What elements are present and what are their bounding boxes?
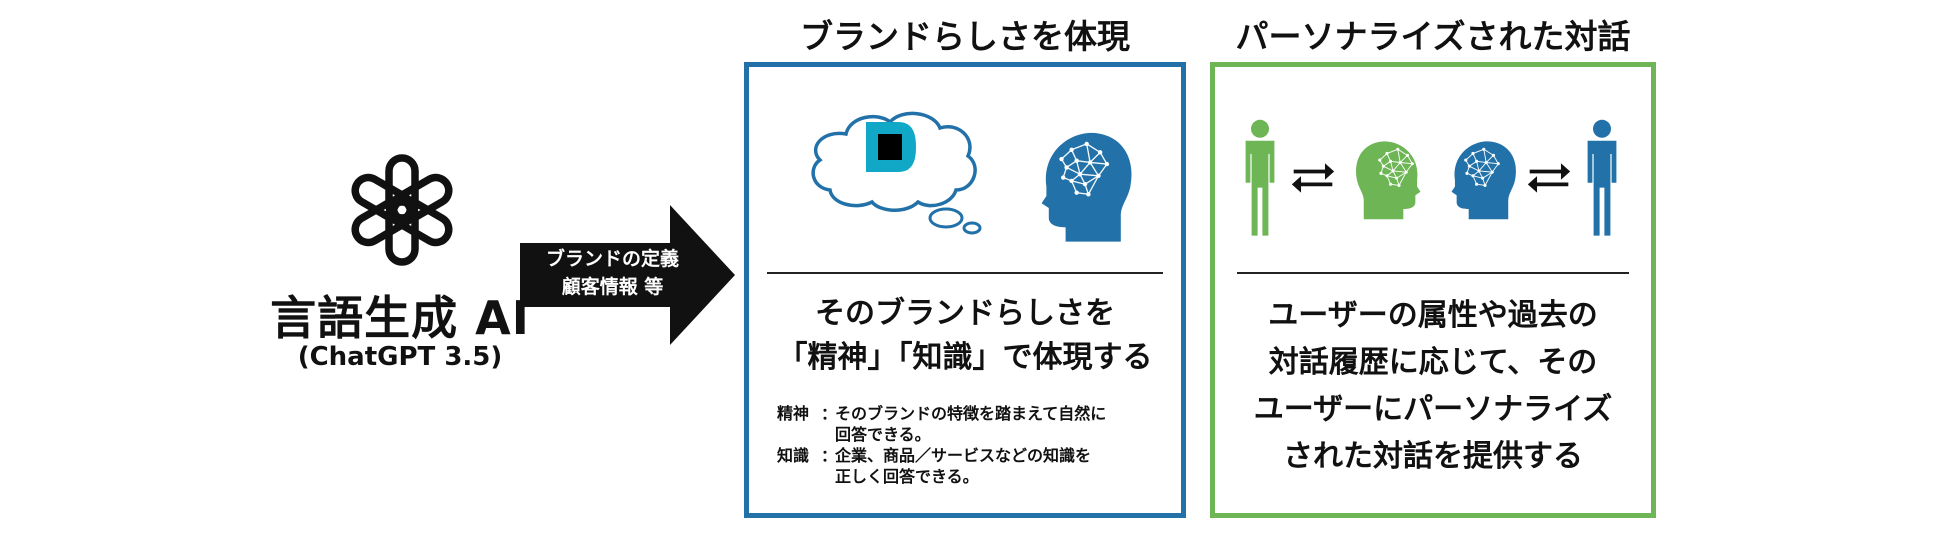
panel1-headline-line1: そのブランドらしさを: [744, 292, 1186, 336]
note-line: 回答できる。: [835, 424, 1177, 445]
exchange-arrows-icon: [1290, 158, 1336, 196]
exchange-arrows-icon: [1526, 158, 1572, 196]
note-colon: ：: [821, 403, 835, 445]
panel2-headline-line: ユーザーにパーソナライズ: [1210, 386, 1656, 433]
panel1-headline-line2: 「精神」「知識」で体現する: [744, 336, 1186, 380]
note-term: 知識: [777, 445, 821, 487]
ai-title: 言語生成 AI: [250, 282, 550, 348]
note-line: 正しく回答できる。: [835, 466, 1177, 487]
note-line: 企業、商品／サービスなどの知識を: [835, 445, 1177, 466]
openai-logo-icon: [340, 148, 464, 272]
panel1-notes: 精神 ： そのブランドの特徴を踏まえて自然に 回答できる。 知識 ： 企業、商品…: [777, 403, 1177, 487]
note-term: 精神: [777, 403, 821, 445]
green-person-icon: [1236, 118, 1284, 238]
arrow-label-line1: ブランドの定義: [520, 245, 705, 273]
panel1-divider: [767, 272, 1163, 274]
panel2-headline: ユーザーの属性や過去の 対話履歴に応じて、その ユーザーにパーソナライズ された…: [1210, 292, 1656, 480]
panel1-headline: そのブランドらしさを 「精神」「知識」で体現する: [744, 292, 1186, 380]
note-line: そのブランドの特徴を踏まえて自然に: [835, 403, 1177, 424]
panel2-title: パーソナライズされた対話: [1210, 10, 1656, 58]
note-colon: ：: [821, 445, 835, 487]
panel2-headline-line: 対話履歴に応じて、その: [1210, 339, 1656, 386]
panel2-headline-line: ユーザーの属性や過去の: [1210, 292, 1656, 339]
blue-ai-head-icon: [1436, 132, 1522, 224]
panel2-headline-line: された対話を提供する: [1210, 433, 1656, 480]
note-body: 企業、商品／サービスなどの知識を 正しく回答できる。: [835, 445, 1177, 487]
brand-logo-icon: [862, 120, 918, 174]
blue-person-icon: [1578, 118, 1626, 238]
ai-brain-head-icon: [1020, 120, 1140, 248]
arrow-label: ブランドの定義 顧客情報 等: [520, 245, 705, 301]
note-spirit: 精神 ： そのブランドの特徴を踏まえて自然に 回答できる。: [777, 403, 1177, 445]
panel1-title: ブランドらしさを体現: [744, 10, 1186, 58]
green-ai-head-icon: [1350, 132, 1436, 224]
note-body: そのブランドの特徴を踏まえて自然に 回答できる。: [835, 403, 1177, 445]
panel2-divider: [1237, 272, 1629, 274]
arrow-label-line2: 顧客情報 等: [520, 273, 705, 301]
note-knowledge: 知識 ： 企業、商品／サービスなどの知識を 正しく回答できる。: [777, 445, 1177, 487]
ai-subtitle: (ChatGPT 3.5): [250, 342, 550, 372]
